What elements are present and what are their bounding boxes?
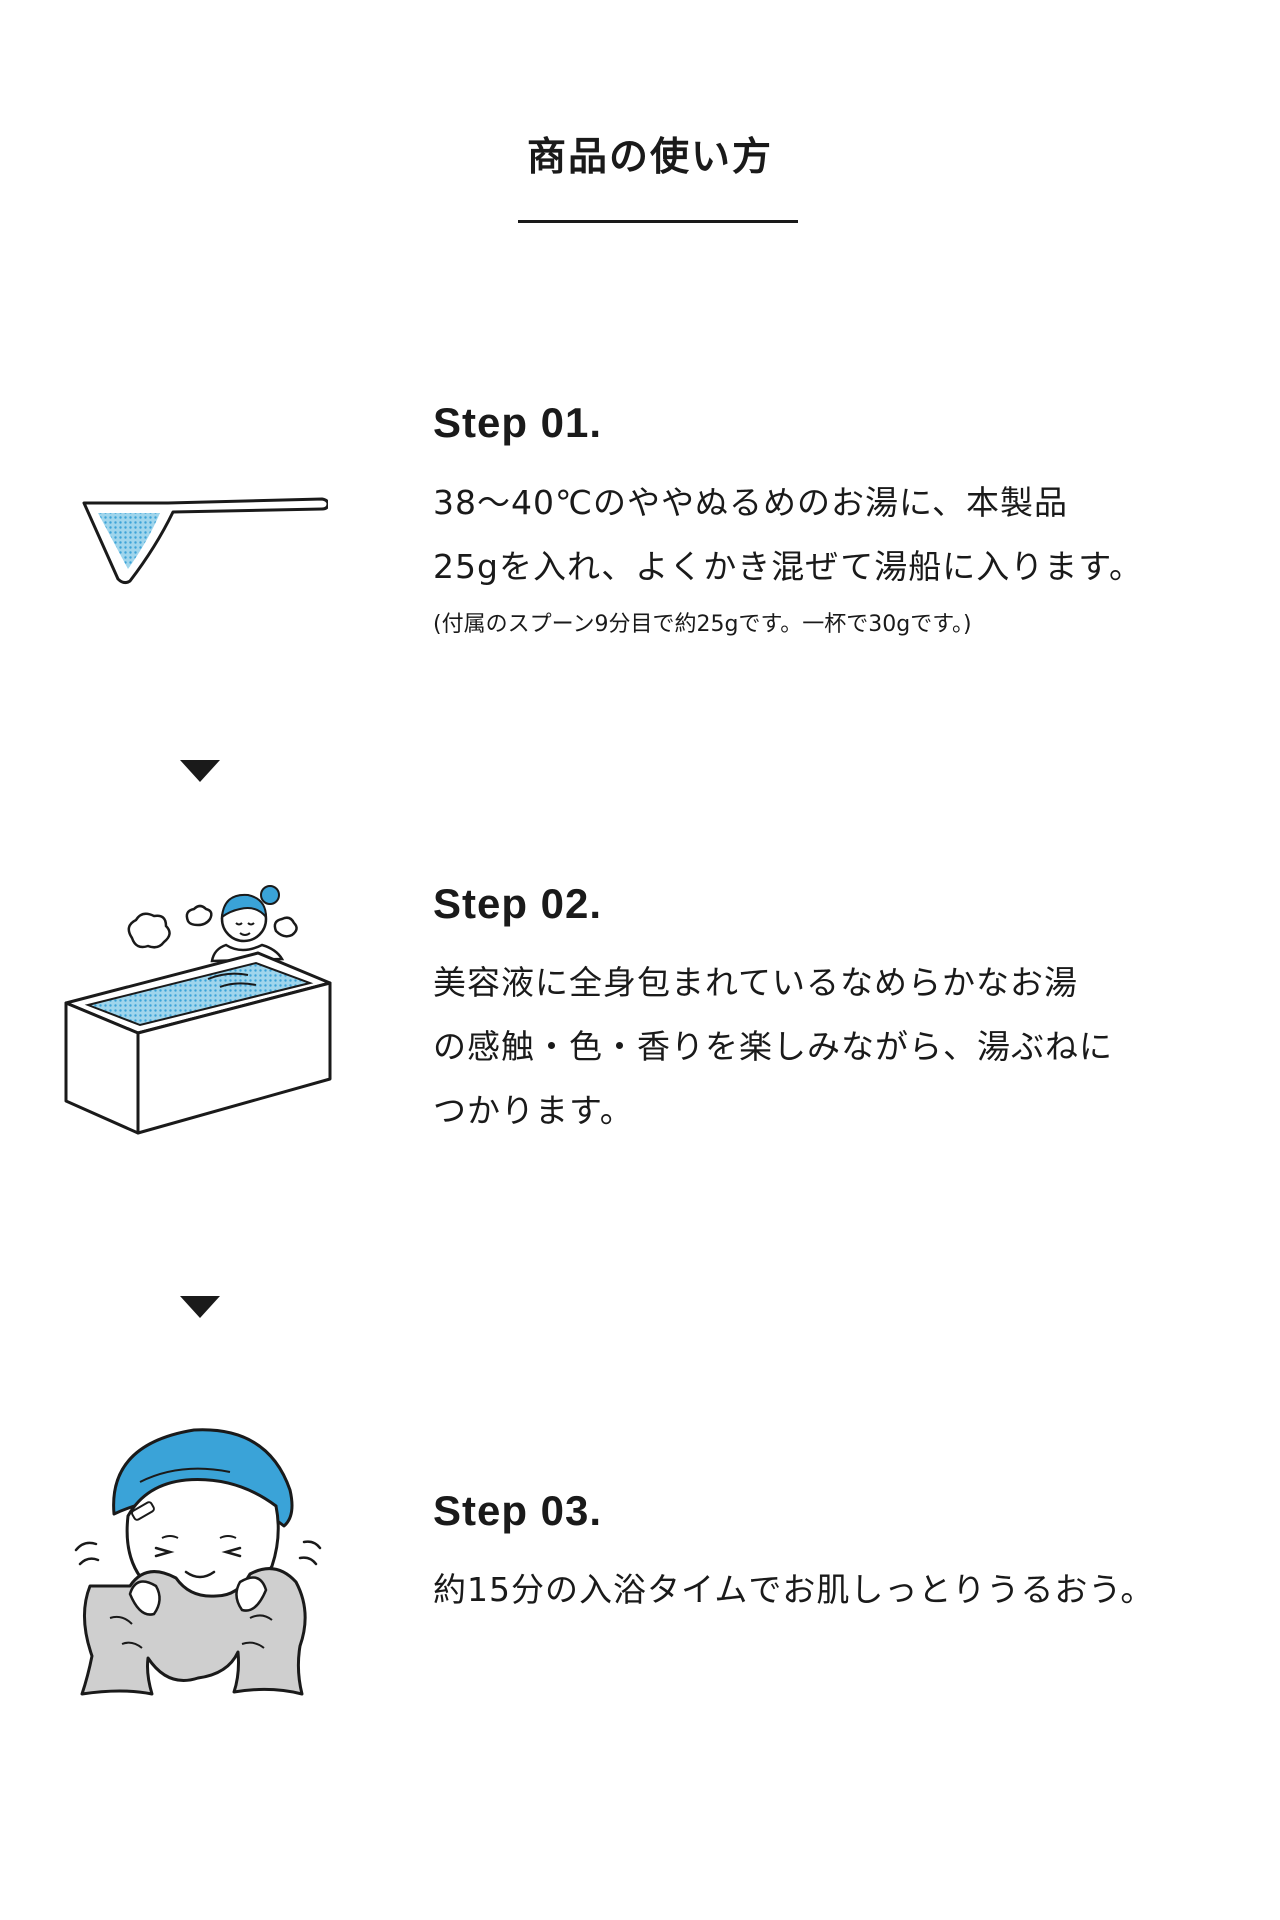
step-heading: Step 02.: [433, 880, 603, 927]
next-step-arrow: [180, 760, 220, 782]
next-step-arrow: [180, 1296, 220, 1318]
step-heading: Step 01.: [433, 399, 603, 446]
measuring-spoon-icon: [82, 497, 328, 585]
page-title: 商品の使い方: [526, 135, 773, 180]
step-note: (付属のスプーン9分目で約25gです。一杯で30gです。): [433, 612, 972, 637]
step-description-line: 美容液に全身包まれているなめらかなお湯: [433, 963, 1079, 1002]
step-description-line: 38〜40℃のややぬるめのお湯に、本製品: [433, 483, 1069, 522]
towel-face-icon: [74, 1428, 322, 1696]
step-description-line: の感触・色・香りを楽しみながら、湯ぶねに: [433, 1027, 1113, 1066]
step-heading: Step 03.: [433, 1487, 603, 1534]
step-description-line: 25gを入れ、よくかき混ぜて湯船に入ります。: [433, 547, 1143, 586]
step-description-line: つかります。: [433, 1091, 634, 1130]
bathtub-icon: [64, 885, 332, 1135]
step-description-line: 約15分の入浴タイムでお肌しっとりうるおう。: [433, 1570, 1155, 1609]
title-underline: [518, 220, 798, 223]
